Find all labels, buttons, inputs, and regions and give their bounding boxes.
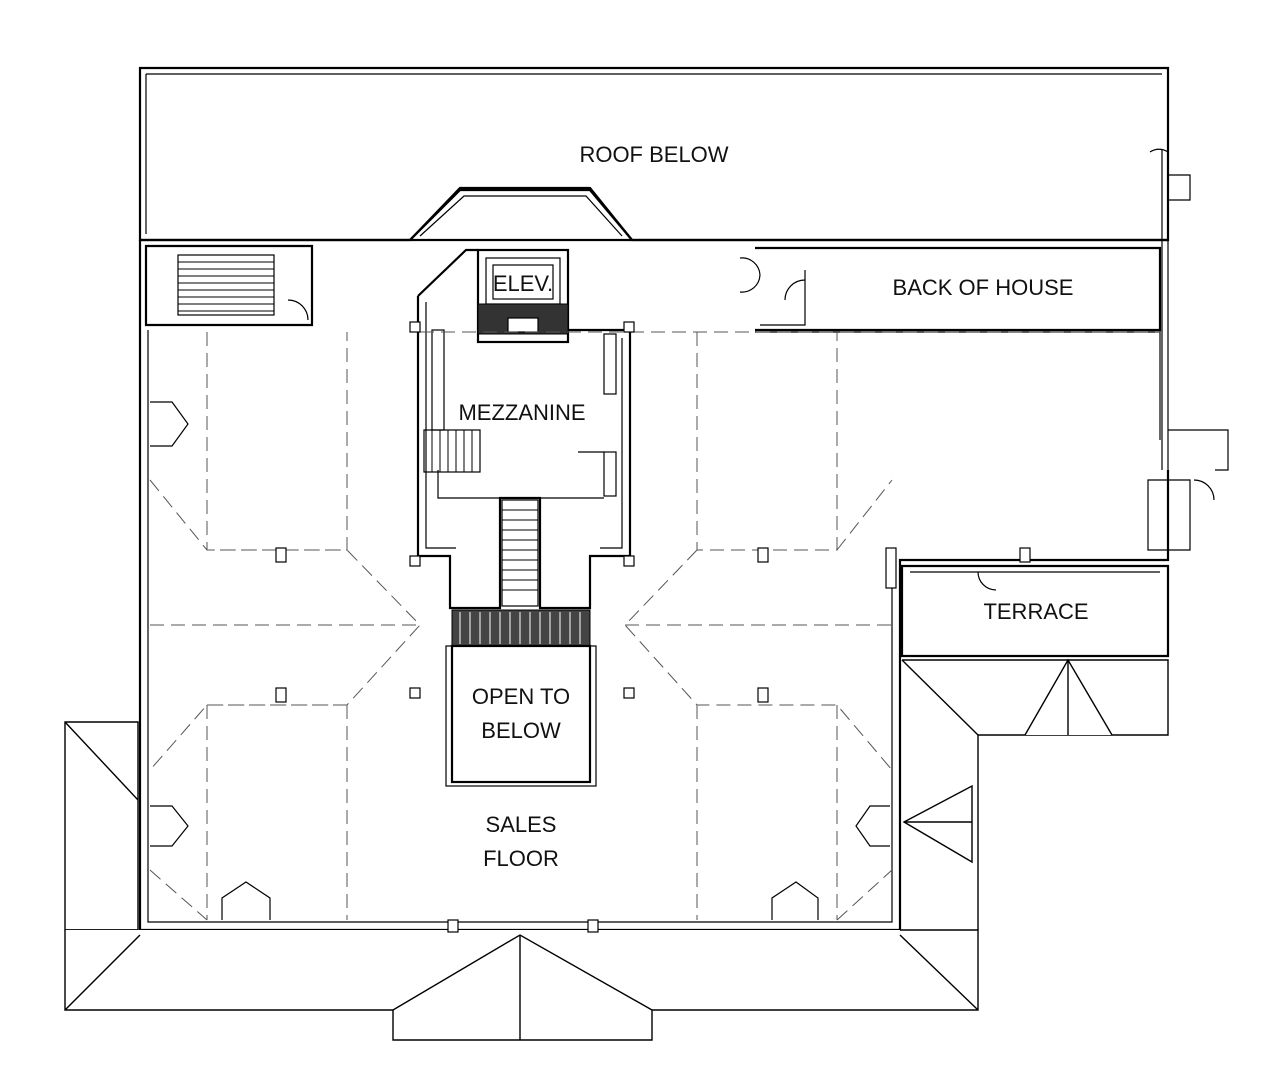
turret-bay xyxy=(409,186,633,241)
label-open-to-below-2: BELOW xyxy=(481,718,561,743)
lower-roofs xyxy=(64,658,1169,1041)
posts xyxy=(275,321,1031,933)
terrace xyxy=(900,479,1215,658)
label-elevator: ELEV. xyxy=(493,271,553,296)
stair-top-left xyxy=(144,244,314,327)
label-back-of-house: BACK OF HOUSE xyxy=(893,275,1074,300)
elevator xyxy=(476,248,570,344)
ceiling-lines xyxy=(149,331,1160,963)
open-to-below xyxy=(445,609,597,787)
label-mezzanine: MEZZANINE xyxy=(458,400,585,425)
left-bay-windows xyxy=(150,401,271,920)
main-outline xyxy=(138,238,1170,932)
right-exterior-edge xyxy=(1149,148,1229,471)
right-bay-windows xyxy=(771,805,890,920)
label-terrace: TERRACE xyxy=(983,599,1088,624)
label-sales-floor-1: SALES xyxy=(486,812,557,837)
label-sales-floor-2: FLOOR xyxy=(483,846,559,871)
label-open-to-below-1: OPEN TO xyxy=(472,684,570,709)
label-roof-below: ROOF BELOW xyxy=(579,142,728,167)
